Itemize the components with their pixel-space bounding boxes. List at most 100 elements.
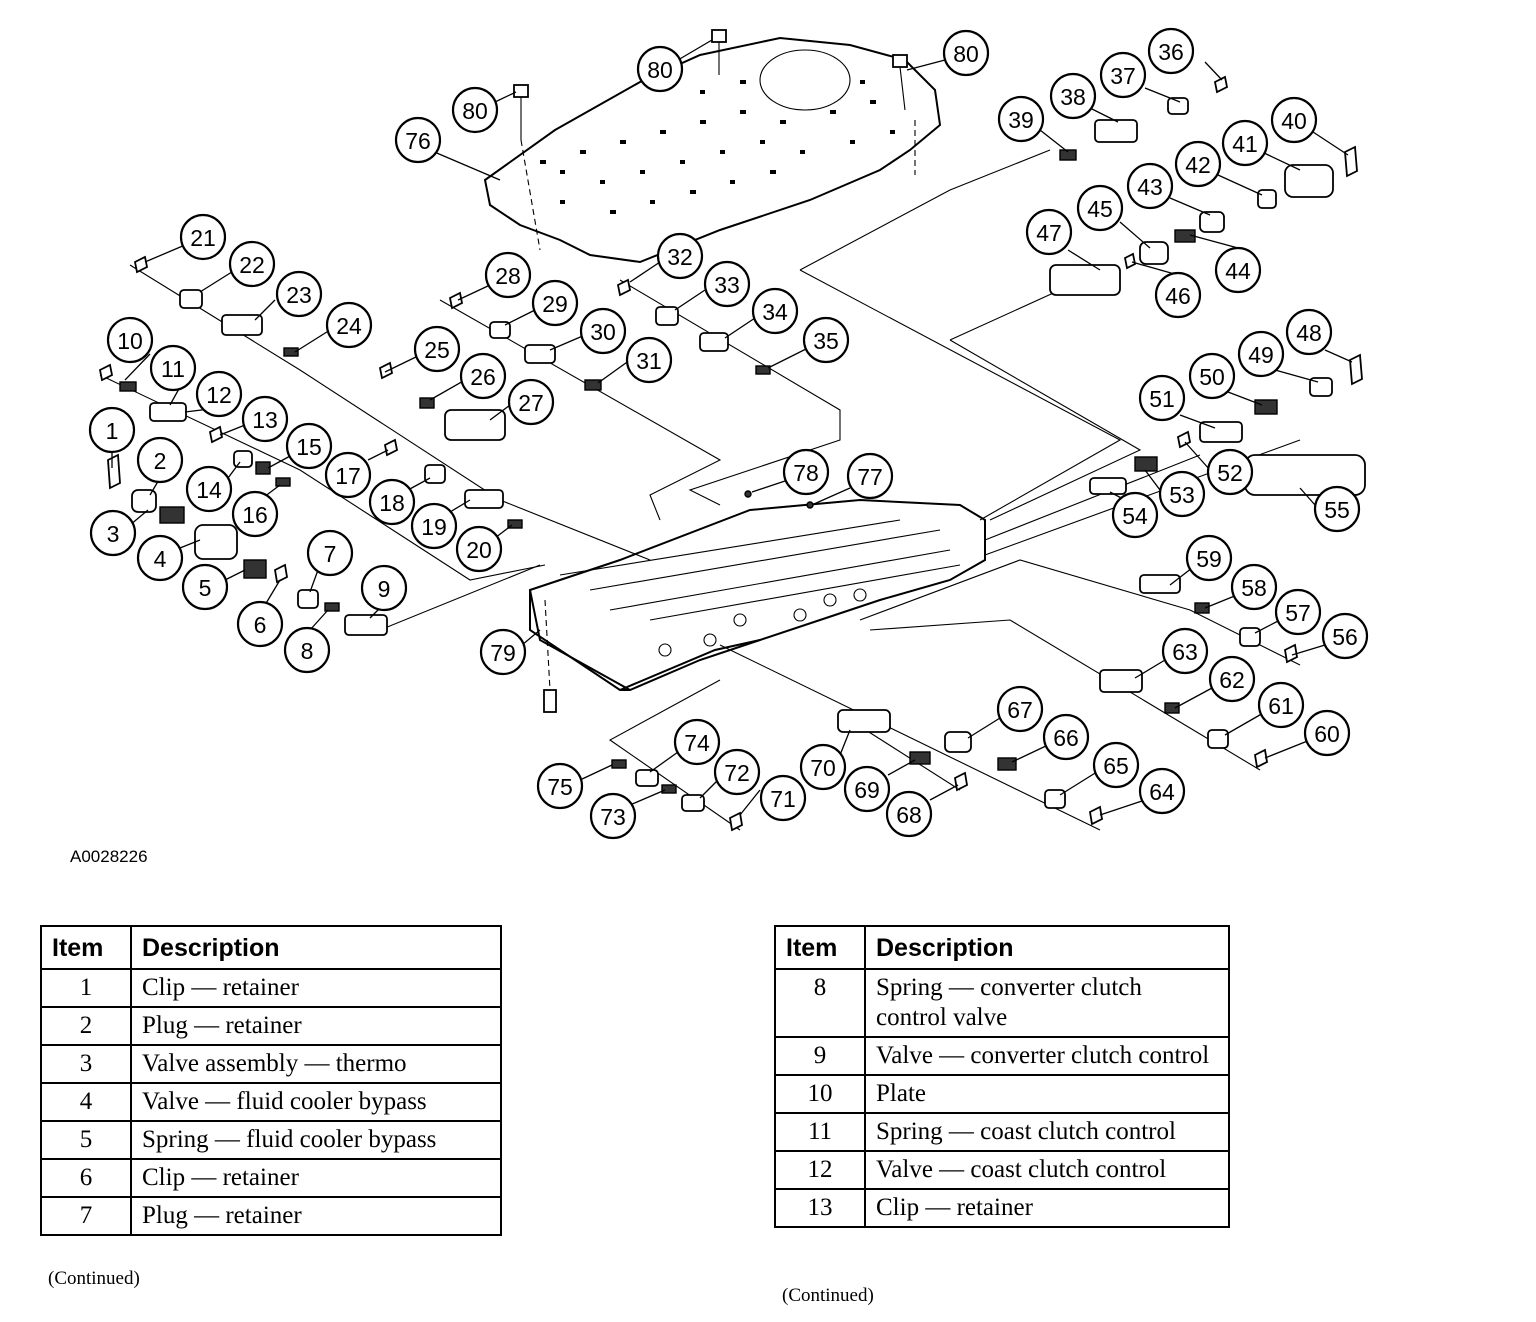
callout-number: 14	[196, 477, 222, 503]
callout-number: 24	[336, 313, 362, 339]
continued-note-2: (Continued)	[782, 1285, 874, 1306]
callout-79: 79	[479, 628, 527, 676]
callout-circle	[656, 232, 704, 280]
callout-number: 79	[490, 640, 516, 666]
item-number: 12	[774, 1150, 866, 1190]
item-number: 11	[774, 1112, 866, 1152]
callout-number: 45	[1087, 196, 1113, 222]
callout-number: 8	[301, 638, 314, 664]
callout-circle	[324, 451, 372, 499]
exploded-view-diagram: 1234567891011121314151617181920212223242…	[88, 27, 1369, 840]
callout-number: 35	[813, 328, 839, 354]
callout-circle	[1025, 208, 1073, 256]
callout-circle	[589, 792, 637, 840]
callout-44: 44	[1214, 246, 1262, 294]
callout-circle	[1138, 767, 1186, 815]
callout-number: 43	[1137, 174, 1163, 200]
callout-number: 28	[495, 263, 521, 289]
callout-circle	[149, 344, 197, 392]
callout-circle	[507, 378, 555, 426]
callout-circle	[713, 748, 761, 796]
callout-circle	[1126, 162, 1174, 210]
callout-number: 56	[1332, 624, 1358, 650]
callout-circle	[241, 395, 289, 443]
callout-number: 27	[518, 390, 544, 416]
callout-number: 22	[239, 252, 265, 278]
callout-number: 20	[466, 537, 492, 563]
item-number: 9	[774, 1036, 866, 1076]
callout-39: 39	[997, 95, 1045, 143]
callout-34: 34	[751, 287, 799, 335]
bolt-top-right	[892, 54, 916, 175]
callout-number: 49	[1248, 342, 1274, 368]
callout-number: 16	[242, 502, 268, 528]
callout-circle	[942, 29, 990, 77]
callout-74: 74	[673, 718, 721, 766]
callout-55: 55	[1313, 485, 1361, 533]
callout-circle	[1185, 534, 1233, 582]
callout-27: 27	[507, 378, 555, 426]
callout-76: 76	[394, 116, 442, 164]
callout-41: 41	[1221, 119, 1269, 167]
callout-number: 48	[1296, 320, 1322, 346]
callout-circle	[459, 352, 507, 400]
callout-40: 40	[1270, 96, 1318, 144]
callout-6: 6	[236, 600, 284, 648]
item-description: Valve — fluid cooler bypass	[130, 1082, 502, 1122]
callout-4: 4	[136, 534, 184, 582]
callout-circle	[802, 316, 850, 364]
callout-circle	[484, 251, 532, 299]
callout-number: 58	[1241, 575, 1267, 601]
callout-8: 8	[283, 626, 331, 674]
callout-circle	[1257, 681, 1305, 729]
callout-number: 40	[1281, 108, 1307, 134]
callout-33: 33	[703, 260, 751, 308]
callout-75: 75	[536, 762, 584, 810]
callout-circle	[1208, 655, 1256, 703]
callout-number: 47	[1036, 220, 1062, 246]
callout-circle	[782, 448, 830, 496]
callout-circle	[759, 774, 807, 822]
callout-number: 21	[190, 225, 216, 251]
callout-number: 68	[896, 802, 922, 828]
callout-number: 29	[542, 291, 568, 317]
callout-number: 60	[1314, 721, 1340, 747]
callout-circle	[1174, 140, 1222, 188]
item-number: 10	[774, 1074, 866, 1114]
callout-number: 70	[810, 755, 836, 781]
callout-number: 55	[1324, 497, 1350, 523]
callout-26: 26	[459, 352, 507, 400]
callout-25: 25	[413, 325, 461, 373]
callout-62: 62	[1208, 655, 1256, 703]
callout-circle	[195, 370, 243, 418]
item-number: 1	[40, 968, 132, 1008]
callout-circle	[283, 626, 331, 674]
callout-66: 66	[1042, 713, 1090, 761]
callout-circle	[368, 478, 416, 526]
callout-32: 32	[656, 232, 704, 280]
callout-circle	[360, 564, 408, 612]
callout-circle	[1161, 627, 1209, 675]
callout-56: 56	[1321, 612, 1369, 660]
callout-number: 39	[1008, 107, 1034, 133]
separator-plate	[483, 36, 942, 264]
callout-number: 78	[793, 460, 819, 486]
callout-number: 77	[857, 464, 883, 490]
callout-circle	[536, 762, 584, 810]
callout-circle	[1214, 246, 1262, 294]
callout-69: 69	[843, 765, 891, 813]
callout-circle	[1092, 741, 1140, 789]
item-column-header: Item	[40, 925, 132, 970]
item-column-header: Item	[774, 925, 866, 970]
callout-52: 52	[1206, 448, 1254, 496]
callout-24: 24	[325, 301, 373, 349]
callout-5: 5	[181, 563, 229, 611]
callout-circle	[1111, 491, 1159, 539]
callout-circle	[625, 336, 673, 384]
